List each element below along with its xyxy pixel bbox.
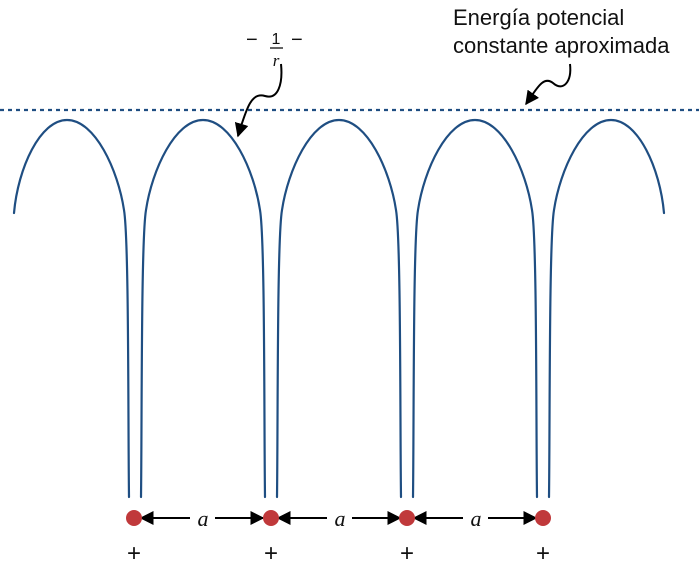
nucleus-1 bbox=[126, 510, 142, 526]
nucleus-4 bbox=[535, 510, 551, 526]
coulomb-minus-left: − bbox=[246, 29, 258, 51]
spacing-label-1: a bbox=[198, 506, 209, 531]
potential-curve-segment-2 bbox=[139, 118, 267, 499]
potential-pointer-arrow bbox=[525, 63, 572, 106]
nucleus-2 bbox=[263, 510, 279, 526]
potential-curve-segment-3 bbox=[275, 118, 403, 499]
charge-sign-2: + bbox=[264, 540, 278, 567]
charge-sign-4: + bbox=[536, 540, 550, 567]
potential-curve-segment-1 bbox=[12, 118, 131, 499]
nucleus-3 bbox=[399, 510, 415, 526]
coulomb-pointer-arrow bbox=[234, 63, 283, 138]
potential-curve-segment-4 bbox=[411, 118, 539, 499]
charge-sign-3: + bbox=[400, 540, 414, 567]
spacing-label-3: a bbox=[471, 506, 482, 531]
charge-sign-1: + bbox=[127, 540, 141, 567]
coulomb-minus-right: − bbox=[291, 29, 303, 51]
potential-label-line-1: Energía potencial bbox=[453, 5, 624, 30]
potential-label-line-2: constante aproximada bbox=[453, 33, 670, 58]
coulomb-denominator: r bbox=[273, 51, 280, 70]
spacing-label-2: a bbox=[335, 506, 346, 531]
potential-curve-segment-5 bbox=[547, 118, 666, 499]
coulomb-numerator: 1 bbox=[272, 31, 281, 48]
